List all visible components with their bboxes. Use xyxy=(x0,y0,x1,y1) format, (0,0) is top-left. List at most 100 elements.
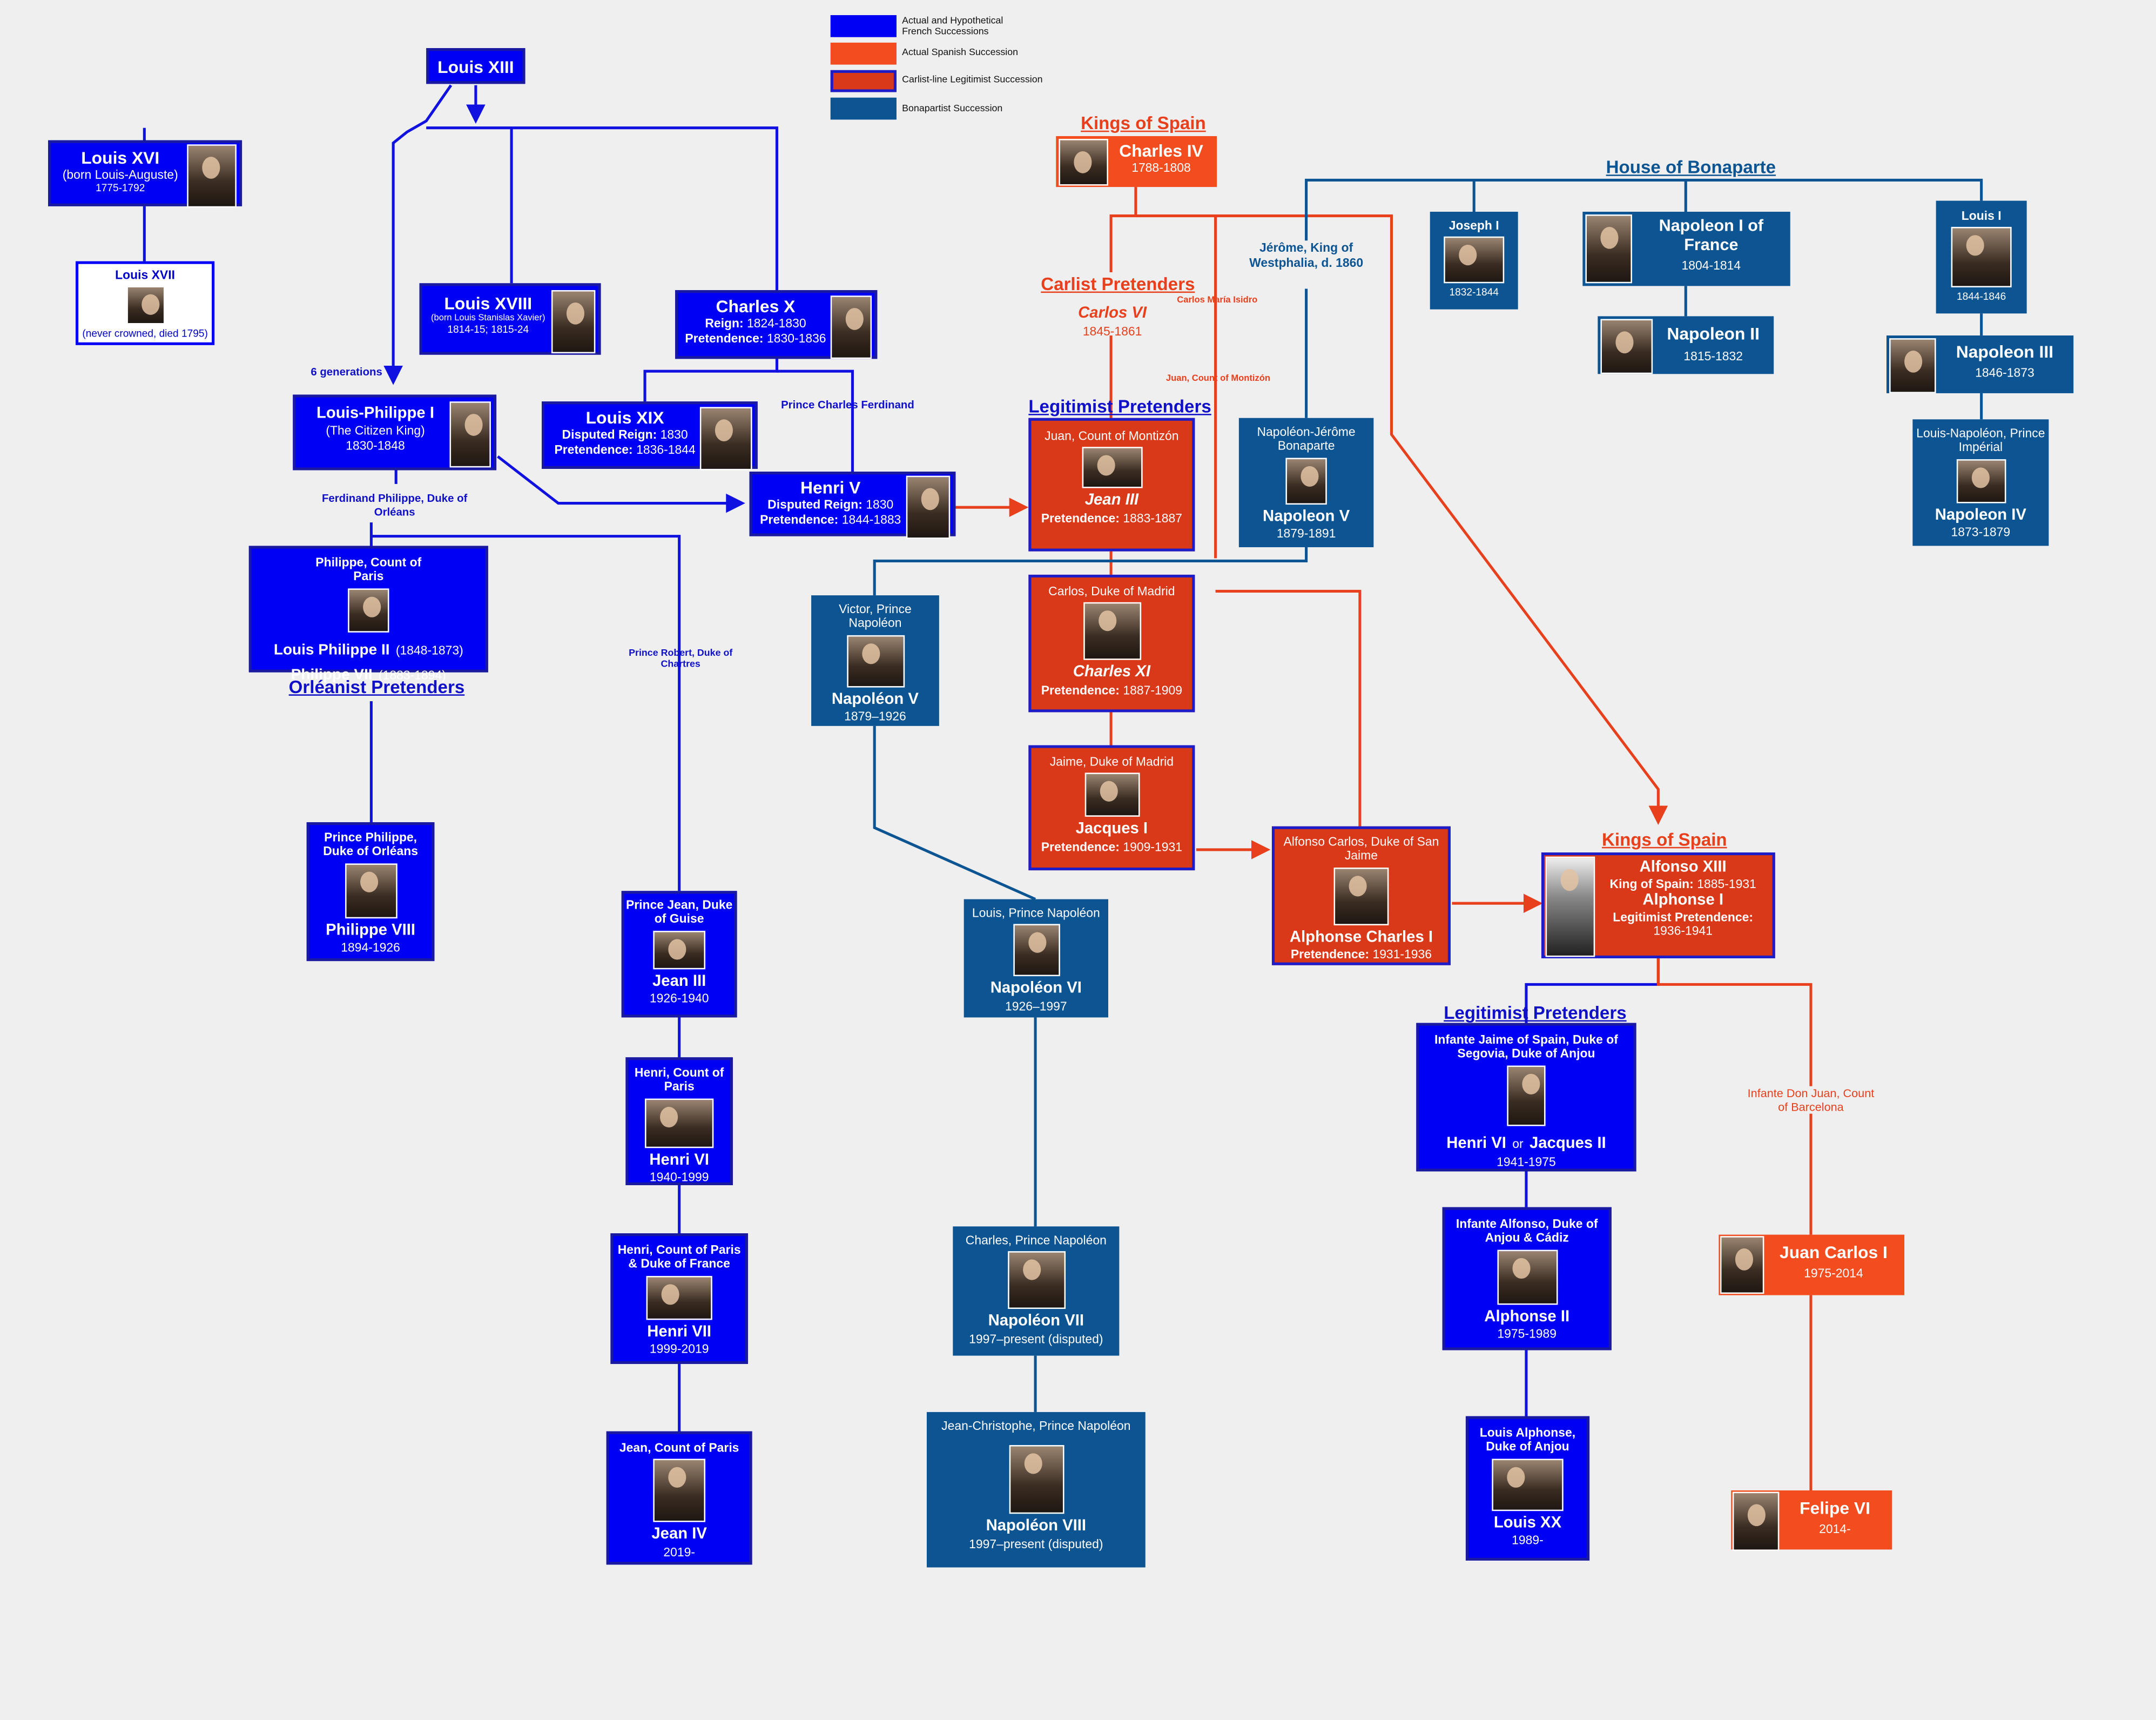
dates: 1775-1792 xyxy=(96,181,145,194)
reign: 1830 xyxy=(866,498,894,512)
person-felipe-vi[interactable]: Felipe VI 2014- xyxy=(1731,1490,1892,1551)
person-alphonse-charles-i[interactable]: Alfonso Carlos, Duke of San Jaime Alphon… xyxy=(1271,826,1451,965)
person-charles-xi[interactable]: Carlos, Duke of Madrid Charles XI Preten… xyxy=(1028,574,1195,713)
header-kings-of-spain: Kings of Spain xyxy=(1081,112,1206,133)
person-henri-vi-paris[interactable]: Henri, Count of Paris Henri VI 1940-1999 xyxy=(625,1057,733,1185)
person-napoleon-iii[interactable]: Napoleon III 1846-1873 xyxy=(1886,335,2074,393)
person-louis-xix[interactable]: Louis XIX Disputed Reign: 1830 Pretenden… xyxy=(542,401,758,471)
person-charles-iv[interactable]: Charles IV 1788-1808 xyxy=(1056,136,1217,187)
person-napoleon-viii[interactable]: Jean-Christophe, Prince Napoléon Napoléo… xyxy=(926,1412,1146,1568)
label-prince-charles-ferdinand: Prince Charles Ferdinand xyxy=(781,399,914,412)
person-joseph-i[interactable]: Joseph I 1832-1844 xyxy=(1430,211,1518,310)
name-b: Jacques II xyxy=(1529,1135,1606,1152)
person-napoleon-vii[interactable]: Charles, Prince Napoléon Napoléon VII 19… xyxy=(953,1226,1120,1356)
name-a: Henri VI xyxy=(1446,1135,1506,1152)
portrait-icon xyxy=(1007,1252,1065,1309)
legend-swatch-carlist xyxy=(830,70,897,92)
name: Henri V xyxy=(800,478,861,498)
person-charles-x[interactable]: Charles X Reign: 1824-1830 Pretendence: … xyxy=(675,290,878,359)
portrait-icon xyxy=(1497,1249,1558,1305)
person-carlos-vi[interactable]: Carlos VI 1845-1861 xyxy=(1067,305,1158,339)
person-philippe-count-of-paris[interactable]: Philippe, Count of Paris Louis Philippe … xyxy=(248,546,488,683)
pret: 1830-1836 xyxy=(766,331,826,345)
pret-label: Pretendence: xyxy=(1041,682,1120,697)
dates: 1997–present (disputed) xyxy=(969,1536,1103,1550)
label-ferdinand-philippe: Ferdinand Philippe, Duke of Orléans xyxy=(321,492,468,518)
intro: Prince Jean, Duke of Guise xyxy=(625,898,733,926)
portrait-icon xyxy=(1059,139,1108,186)
sub: (born Louis-Auguste) xyxy=(62,168,178,182)
dates: 1975-1989 xyxy=(1497,1326,1557,1341)
person-juan-iii[interactable]: Juan, Count of Montizón Jean III Pretend… xyxy=(1028,418,1195,552)
legend-swatch-french xyxy=(830,15,897,37)
person-louis-i[interactable]: Louis I 1844-1846 xyxy=(1936,200,2027,314)
person-henri-vii[interactable]: Henri, Count of Paris & Duke of France H… xyxy=(610,1233,748,1364)
dates: 1894-1926 xyxy=(341,940,400,955)
header-kings-of-spain-2: Kings of Spain xyxy=(1601,829,1727,850)
person-juan-carlos-i[interactable]: Juan Carlos I 1975-2014 xyxy=(1719,1234,1905,1295)
dates: 1940-1999 xyxy=(649,1170,709,1184)
dates: 1814-15; 1815-24 xyxy=(447,322,529,335)
sub: (born Louis Stanislas Xavier) xyxy=(430,314,545,324)
intro: Carlos, Duke of Madrid xyxy=(1048,584,1175,599)
portrait-icon xyxy=(1285,457,1327,505)
name: Napoleon II xyxy=(1667,324,1760,344)
reign-label: Reign: xyxy=(705,317,744,331)
name: Henri VI xyxy=(649,1152,710,1168)
name: Joseph I xyxy=(1448,218,1499,233)
person-napoleon-i[interactable]: Napoleon I of France 1804-1814 xyxy=(1582,211,1790,286)
intro: Prince Philippe, Duke of Orléans xyxy=(323,830,418,859)
portrait-icon xyxy=(344,863,397,918)
portrait-icon xyxy=(653,930,706,969)
person-jacques-i[interactable]: Jaime, Duke of Madrid Jacques I Pretende… xyxy=(1028,745,1195,871)
person-jean-iii-guise[interactable]: Prince Jean, Duke of Guise Jean III 1926… xyxy=(621,891,737,1018)
name: Louis XVII xyxy=(115,268,175,282)
portrait-icon xyxy=(1951,227,2012,288)
name: Jean III xyxy=(652,973,706,990)
intro: Henri, Count of Paris & Duke of France xyxy=(617,1242,741,1271)
name: Felipe VI xyxy=(1800,1499,1870,1518)
portrait-icon xyxy=(1720,1236,1764,1294)
or: or xyxy=(1512,1137,1524,1151)
person-napoleon-ii[interactable]: Napoleon II 1815-1832 xyxy=(1598,316,1774,374)
person-philippe-viii[interactable]: Prince Philippe, Duke of Orléans Philipp… xyxy=(306,822,435,962)
note: (never crowned, died 1795) xyxy=(82,327,208,340)
person-napoleon-v-victor[interactable]: Victor, Prince Napoléon Napoléon V 1879–… xyxy=(811,595,939,726)
dates: 1926–1997 xyxy=(1005,999,1067,1013)
reign: 1885-1931 xyxy=(1697,877,1756,891)
legend-label-spanish: Actual Spanish Succession xyxy=(902,48,1019,58)
person-louis-xiii[interactable]: Louis XIII xyxy=(426,48,525,84)
person-louis-xvii[interactable]: Louis XVII (never crowned, died 1795) xyxy=(76,261,215,345)
person-louis-philippe-i[interactable]: Louis-Philippe I (The Citizen King) 1830… xyxy=(293,394,497,471)
intro: Napoléon-Jérôme Bonaparte xyxy=(1257,425,1356,453)
person-napoleon-v-jerome[interactable]: Napoléon-Jérôme Bonaparte Napoleon V 187… xyxy=(1238,418,1374,547)
person-napoleon-iv[interactable]: Louis-Napoléon, Prince Impérial Napoleon… xyxy=(1912,419,2049,546)
name: Juan Carlos I xyxy=(1780,1242,1888,1262)
portrait-icon xyxy=(348,588,389,632)
person-napoleon-vi[interactable]: Louis, Prince Napoléon Napoléon VI 1926–… xyxy=(964,899,1108,1018)
portrait-icon xyxy=(846,635,904,687)
name: Charles XI xyxy=(1073,664,1150,681)
pret: 1844-1883 xyxy=(841,512,901,527)
portrait-icon xyxy=(1008,1445,1064,1515)
dates2: (1883-1894) xyxy=(378,668,446,682)
person-henri-v[interactable]: Henri V Disputed Reign: 1830 Pretendence… xyxy=(749,472,956,539)
pret-label: Pretendence: xyxy=(760,512,839,527)
portrait-icon xyxy=(1889,338,1936,393)
person-louis-xviii[interactable]: Louis XVIII (born Louis Stanislas Xavier… xyxy=(419,283,601,355)
label-six-generations: 6 generations xyxy=(311,366,382,378)
name: Philippe VIII xyxy=(326,922,416,939)
name: Napoléon V xyxy=(831,691,919,708)
person-alfonso-xiii[interactable]: Alfonso XIII King of Spain: 1885-1931 Al… xyxy=(1541,852,1775,959)
person-henri-vi-jacques-ii[interactable]: Infante Jaime of Spain, Duke of Segovia,… xyxy=(1416,1023,1636,1172)
dates1: (1848-1873) xyxy=(395,643,463,657)
reign-label: Disputed Reign: xyxy=(562,428,657,442)
portrait-icon xyxy=(1585,214,1632,284)
person-jean-iv[interactable]: Jean, Count of Paris Jean IV 2019- xyxy=(606,1431,752,1565)
portrait-icon xyxy=(125,286,165,325)
intro: Charles, Prince Napoléon xyxy=(965,1233,1107,1247)
person-alphonse-ii[interactable]: Infante Alfonso, Duke of Anjou & Cádiz A… xyxy=(1442,1207,1612,1351)
person-louis-xvi[interactable]: Louis XVI (born Louis-Auguste) 1775-1792 xyxy=(48,140,242,208)
person-louis-xx[interactable]: Louis Alphonse, Duke of Anjou Louis XX 1… xyxy=(1465,1416,1590,1561)
name: Louis XX xyxy=(1493,1515,1562,1531)
